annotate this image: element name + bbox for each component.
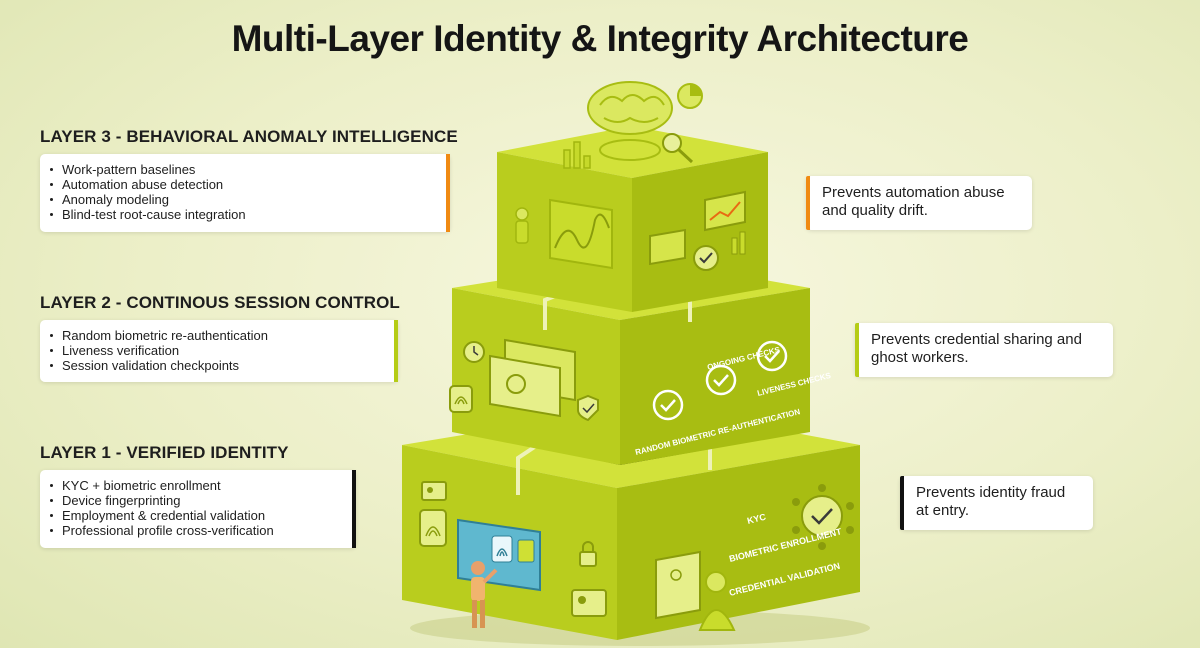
layer1-card: KYC + biometric enrollment Device finger… (40, 470, 356, 548)
workflow-panel (649, 190, 746, 271)
fingerprint-terminal (457, 518, 541, 592)
layer3-note-text: Prevents automation abuse and quality dr… (822, 184, 1005, 219)
layer2-note-text: Prevents credential sharing and ghost wo… (871, 331, 1082, 366)
list-item: Session validation checkpoints (50, 358, 384, 373)
layer1-heading: LAYER 1 - VERIFIED IDENTITY (40, 443, 289, 462)
list-item: Blind-test root-cause integration (50, 207, 436, 222)
phone-verification-panel (655, 550, 701, 620)
shield-icon (577, 394, 599, 422)
list-item: Device fingerprinting (50, 493, 342, 508)
fingerprint-icon-small (449, 385, 473, 413)
layer3-note: Prevents automation abuse and quality dr… (806, 176, 1032, 230)
note-accent (900, 476, 904, 530)
id-card-icon (421, 481, 447, 501)
line-chart-panel (549, 198, 613, 270)
layer1-note-text: Prevents identity fraud at entry. (916, 484, 1066, 519)
list-item: Random biometric re-authentication (50, 328, 384, 343)
list-item: Automation abuse detection (50, 177, 436, 192)
network-check-icon (792, 484, 854, 550)
profile-card-icon (571, 589, 607, 617)
fingerprint-icon (419, 509, 447, 547)
brain-icon (587, 81, 673, 161)
page-title: Multi-Layer Identity & Integrity Archite… (231, 18, 969, 59)
layer3-card: Work-pattern baselines Automation abuse … (40, 154, 450, 232)
layer2-accent-bar (394, 320, 398, 382)
list-item: Professional profile cross-verification (50, 523, 342, 538)
layer1-accent-bar (352, 470, 356, 548)
list-item: KYC + biometric enrollment (50, 478, 342, 493)
biometric-screen-panel (489, 338, 576, 418)
person-figure-icon-large (698, 571, 736, 631)
list-item: Work-pattern baselines (50, 162, 436, 177)
layer1-note: Prevents identity fraud at entry. (900, 476, 1093, 530)
note-accent (855, 323, 859, 377)
layer3-heading: LAYER 3 - BEHAVIORAL ANOMALY INTELLIGENC… (40, 127, 458, 146)
label-kyc: KYC (746, 512, 767, 526)
bar-chart-icon (563, 141, 591, 169)
list-item: Liveness verification (50, 343, 384, 358)
layer2-note: Prevents credential sharing and ghost wo… (855, 323, 1113, 377)
check-icon-liveness (756, 340, 788, 372)
layer3-accent-bar (446, 154, 450, 232)
layer2-card: Random biometric re-authentication Liven… (40, 320, 398, 382)
pie-chart-icon (677, 83, 703, 109)
person-figure-icon (515, 207, 529, 244)
check-icon-random (652, 389, 684, 421)
person-user-figure (471, 561, 498, 628)
check-icon-ongoing (705, 364, 737, 396)
lock-icon (579, 541, 597, 567)
note-accent (806, 176, 810, 230)
clock-icon (463, 341, 485, 363)
list-item: Anomaly modeling (50, 192, 436, 207)
layer2-heading: LAYER 2 - CONTINOUS SESSION CONTROL (40, 293, 400, 312)
magnifier-icon (662, 133, 694, 164)
list-item: Employment & credential validation (50, 508, 342, 523)
